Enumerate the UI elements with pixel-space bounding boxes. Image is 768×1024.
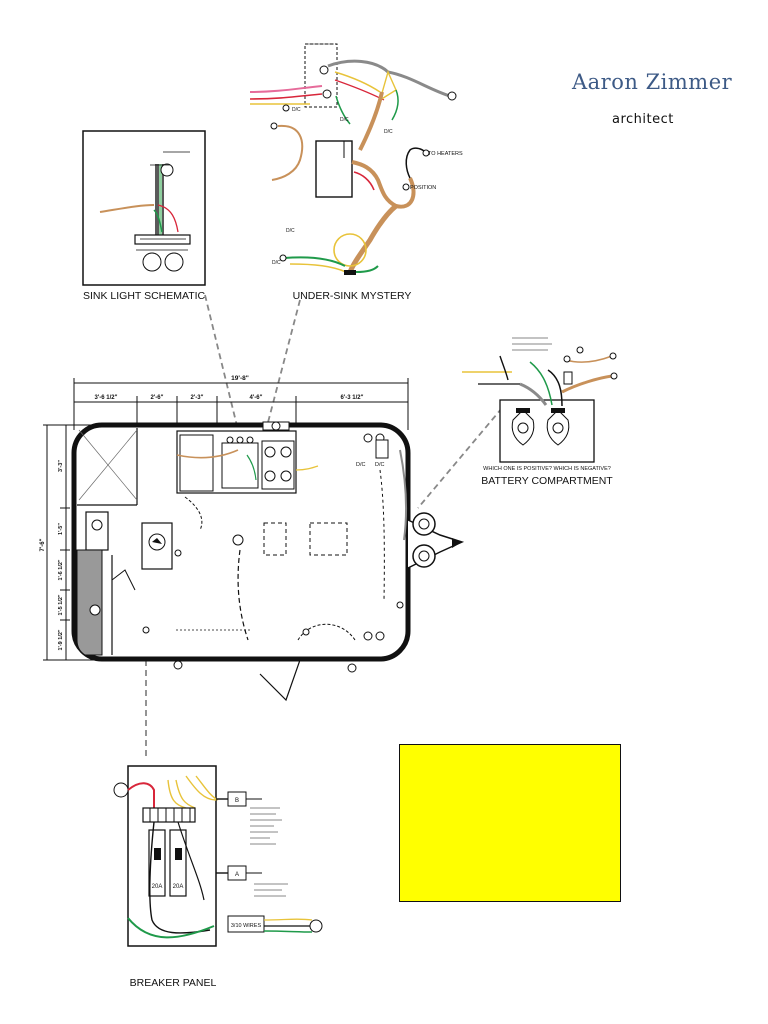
top-dimension-2: 2'-6" xyxy=(151,395,164,401)
left-dimension-1: 3'-3" xyxy=(58,460,64,472)
battery-question-note: WHICH ONE IS POSITIVE? WHICH IS NEGATIVE… xyxy=(483,466,611,472)
left-dimension-4: 1'-5 1/2" xyxy=(58,594,64,615)
top-dimension-4: 4'-6" xyxy=(250,395,263,401)
dc-label-under-sink-1: D/C xyxy=(340,117,349,123)
logo-name: Aaron Zimmer xyxy=(572,70,733,94)
terminal-b-label: B xyxy=(235,798,239,804)
under-sink-caption: UNDER-SINK MYSTERY xyxy=(292,290,412,302)
breaker-panel-caption: BREAKER PANEL xyxy=(129,977,217,989)
left-dimension-2: 1'-5" xyxy=(58,523,64,535)
left-dimension-3: 1'-6 1/2" xyxy=(58,559,64,580)
dc-label-under-sink-4: D/C xyxy=(272,260,281,266)
sink-light-schematic xyxy=(82,130,206,286)
sink-light-caption: SINK LIGHT SCHEMATIC xyxy=(83,290,206,302)
top-dimension-1: 3'-6 1/2" xyxy=(95,395,118,401)
terminal-a-label: A xyxy=(235,872,239,878)
top-dimension-5: 6'-3 1/2" xyxy=(341,395,364,401)
battery-caption: BATTERY COMPARTMENT xyxy=(481,475,613,487)
leader-lines xyxy=(145,294,503,760)
trailer-floor-plan: 19'-8" 3'-6 1/2" 2'-6" 2'-3" 4'-6" 6'-3 … xyxy=(40,375,465,702)
dc-label-under-sink-2: D/C xyxy=(384,129,393,135)
panel-wire-box-label: 3/10 WIRES xyxy=(231,923,262,929)
position-label: POSITION xyxy=(410,185,436,191)
dc-label-plan-2: D/C xyxy=(375,462,385,468)
yellow-note-box xyxy=(399,744,621,902)
breaker-2-rating: 20A xyxy=(173,884,184,890)
dc-label-under-sink-3: D/C xyxy=(286,228,295,234)
overall-height-dimension: 7'-6" xyxy=(40,538,46,551)
top-dimension-3: 2'-3" xyxy=(191,395,204,401)
battery-compartment-schematic: WHICH ONE IS POSITIVE? WHICH IS NEGATIVE… xyxy=(462,337,618,472)
dimension-lines xyxy=(43,378,409,661)
logo-subtitle: architect xyxy=(612,112,674,127)
dc-label-plan-1: D/C xyxy=(356,462,366,468)
left-dimension-5: 1'-9 1/2" xyxy=(58,629,64,650)
breaker-panel-schematic: 20A 20A B A 3/10 WIRES xyxy=(113,765,323,947)
to-heaters-label: TO HEATERS xyxy=(428,151,463,157)
overall-length-dimension: 19'-8" xyxy=(231,375,249,382)
dc-label-under-sink-5: D/C xyxy=(292,107,301,113)
breaker-1-rating: 20A xyxy=(152,884,163,890)
under-sink-schematic: TO HEATERS POSITION D/C D/C D/C D/C D/C xyxy=(249,43,463,275)
